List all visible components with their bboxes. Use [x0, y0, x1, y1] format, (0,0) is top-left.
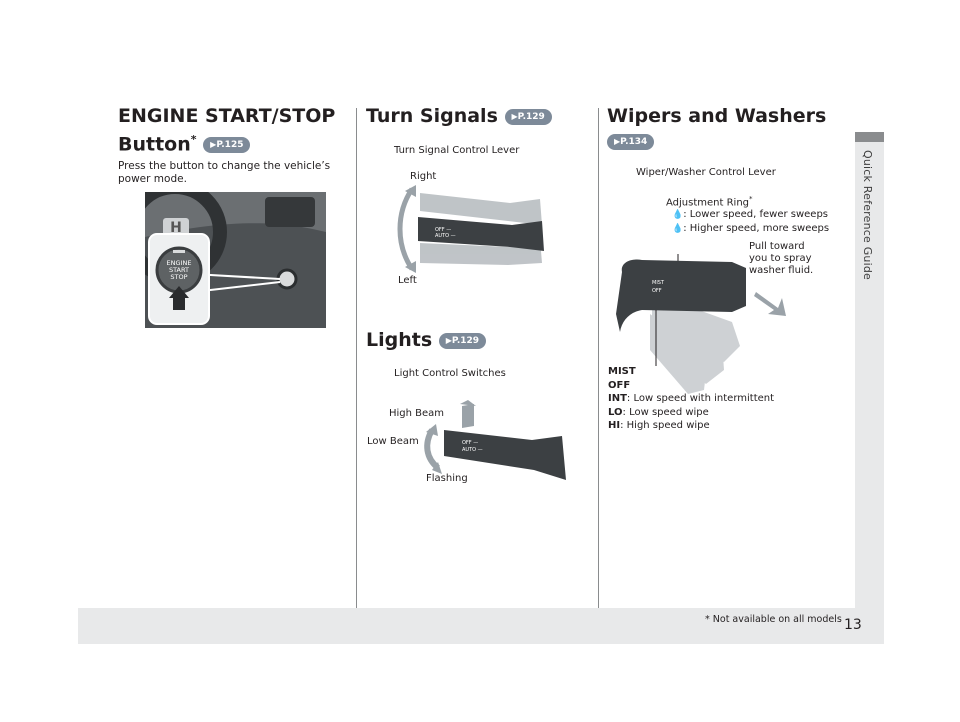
wiper-mode-int: INT: Low speed with intermittent [608, 393, 775, 404]
wiper-lever-label: Wiper/Washer Control Lever [636, 167, 776, 178]
wipers-title: Wipers and Washers [607, 105, 827, 127]
turn-signals-title: Turn Signals ▶P.129 [366, 104, 552, 128]
low-beam-label: Low Beam [367, 436, 419, 447]
svg-text:AUTO —: AUTO — [462, 447, 483, 453]
svg-text:H: H [170, 220, 182, 236]
pull-toward-label: Pull toward you to spray washer fluid. [749, 241, 814, 276]
light-switch-label: Light Control Switches [394, 368, 506, 379]
column-divider-1 [356, 108, 357, 608]
footer-band [78, 608, 855, 644]
column-divider-2 [598, 108, 599, 608]
rain-drops-icon: 💧 [672, 224, 684, 234]
wiper-modes-list: MIST OFF INT: Low speed with intermitten… [608, 365, 774, 433]
engine-title-line1: ENGINE START/STOP [118, 105, 336, 127]
lights-section: Lights ▶P.129 [366, 328, 487, 352]
page-number: 13 [844, 617, 862, 633]
turn-right-label: Right [410, 171, 437, 182]
svg-text:OFF: OFF [652, 288, 662, 294]
rain-drop-icon: 💧 [672, 210, 684, 220]
wipers-page-ref[interactable]: ▶P.134 [607, 133, 655, 150]
flashing-label: Flashing [426, 473, 468, 484]
footnote: * Not available on all models [705, 614, 842, 625]
engine-section: ENGINE START/STOP Button* ▶P.125 Press t… [118, 104, 353, 186]
light-lever-illustration: OFF — AUTO — [424, 400, 566, 480]
svg-text:OFF —: OFF — [462, 440, 478, 446]
lower-speed-label: 💧: Lower speed, fewer sweeps [672, 209, 829, 220]
svg-text:OFF —: OFF — [435, 227, 451, 233]
turn-signals-page-ref[interactable]: ▶P.129 [504, 108, 552, 125]
side-tab-marker [855, 132, 884, 142]
svg-text:AUTO —: AUTO — [435, 233, 456, 239]
wiper-mode-hi: HI: High speed wipe [608, 420, 710, 431]
lights-title: Lights ▶P.129 [366, 328, 487, 352]
wiper-mode-lo: LO: Low speed wipe [608, 406, 709, 418]
turn-signals-section: Turn Signals ▶P.129 [366, 104, 552, 128]
engine-description: Press the button to change the vehicle’s… [118, 160, 331, 186]
lights-page-ref[interactable]: ▶P.129 [438, 332, 487, 349]
engine-page-ref[interactable]: ▶P.125 [203, 136, 251, 153]
wiper-lever-illustration: MIST OFF [616, 254, 786, 394]
wiper-mode-mist: MIST [608, 366, 636, 377]
wipers-section: Wipers and Washers ▶P.134 [607, 104, 826, 150]
engine-title-line2: Button* ▶P.125 [118, 128, 353, 156]
dashboard-illustration: H [145, 192, 326, 328]
adjustment-ring-label: Adjustment Ring* [666, 195, 753, 209]
wiper-mode-off: OFF [608, 379, 631, 391]
turn-left-label: Left [398, 275, 417, 286]
engine-photo: H ENGINE START STOP [145, 192, 326, 328]
engine-button-label: ENGINE START STOP [166, 259, 192, 281]
side-tab[interactable] [855, 132, 884, 644]
side-tab-label: Quick Reference Guide [861, 150, 874, 280]
higher-speed-label: 💧: Higher speed, more sweeps [672, 223, 830, 234]
high-beam-label: High Beam [389, 408, 445, 419]
turn-signal-lever-label: Turn Signal Control Lever [394, 145, 520, 156]
svg-text:MIST: MIST [652, 280, 665, 286]
turn-signal-lever-illustration: OFF — AUTO — [397, 185, 544, 273]
